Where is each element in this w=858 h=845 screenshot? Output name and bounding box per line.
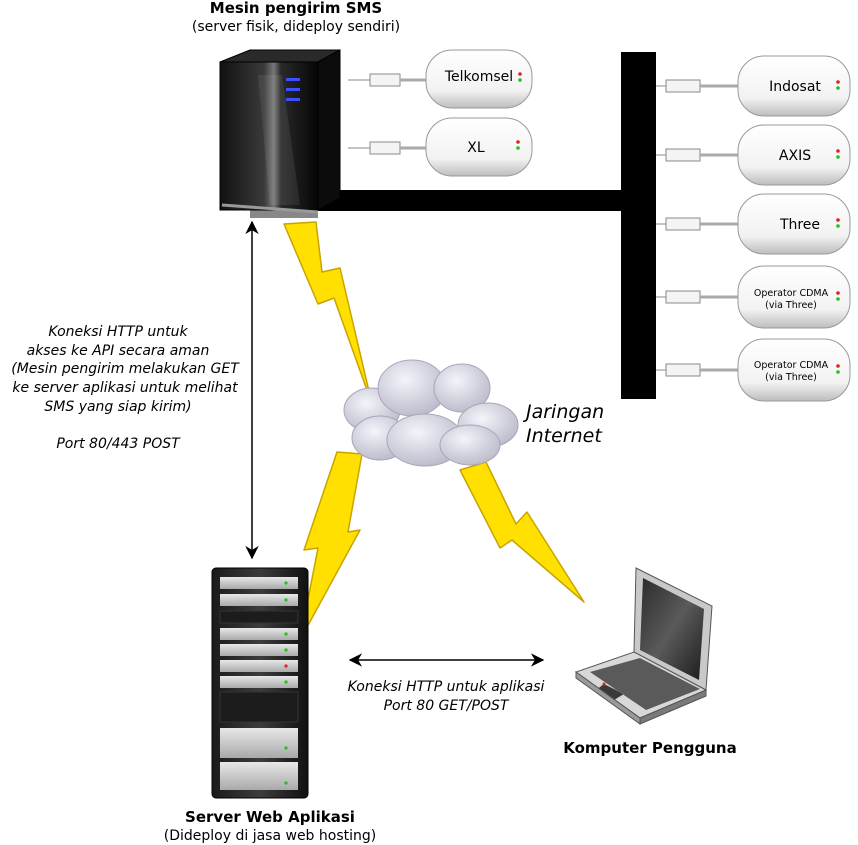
modem-label: AXIS [779,148,811,164]
user-laptop-icon [574,567,713,725]
api-label-line: Koneksi HTTP untuk [48,324,188,340]
web-server-rack-icon [211,567,309,799]
modem-indosat: Indosat [656,55,851,117]
modem-label-line2: (via Three) [765,300,817,311]
app-connection-line1: Koneksi HTTP untuk aplikasi [348,679,545,695]
web-server-subtitle: (Dideploy di jasa web hosting) [164,828,376,844]
sms-machine-tower-icon [219,49,341,218]
internet-label-line1: Jaringan [522,401,604,423]
internet-cloud-icon [343,359,519,467]
modem-label-line2: (via Three) [765,372,817,383]
lightning-sms-to-internet [283,221,373,405]
modem-three: Three [656,193,851,255]
user-computer-title: Komputer Pengguna [563,739,736,757]
lightning-internet-to-webserver [299,451,363,641]
modem-label: XL [467,140,485,156]
modem-label: Telkomsel [444,69,513,85]
sms-machine-subtitle: (server fisik, dideploy sendiri) [192,19,400,35]
web-server-title: Server Web Aplikasi [185,808,355,826]
internet-label-line2: Internet [526,425,603,447]
lightning-internet-to-laptop [459,461,585,603]
modem-label: Indosat [769,79,821,95]
api-label-line: Port 80/443 POST [56,436,181,452]
modem-label: Three [779,217,820,233]
modem-cdma-1: Operator CDMA (via Three) [656,265,851,329]
api-label-line: ke server aplikasi untuk melihat [12,380,238,396]
api-label-line: SMS yang siap kirim) [44,399,191,415]
api-label-line: akses ke API secara aman [27,343,210,359]
api-connection-label: Koneksi HTTP untuk akses ke API secara a… [11,324,240,452]
sms-machine-title: Mesin pengirim SMS [210,0,382,17]
app-connection-line2: Port 80 GET/POST [384,698,510,714]
modem-xl: XL [348,117,533,177]
modem-cdma-2: Operator CDMA (via Three) [656,338,851,402]
bus-vertical [621,52,656,399]
modem-label-line1: Operator CDMA [754,360,829,371]
modem-telkomsel: Telkomsel [348,49,533,109]
bus-horizontal [305,190,625,211]
modem-label-line1: Operator CDMA [754,288,829,299]
modem-axis: AXIS [656,124,851,186]
api-label-line: (Mesin pengirim melakukan GET [11,361,240,377]
